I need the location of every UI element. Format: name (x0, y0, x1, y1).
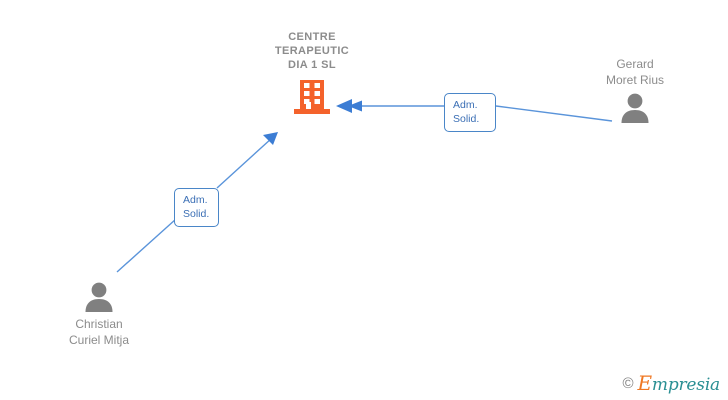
building-icon (294, 80, 330, 114)
edge-christian-to-company (116, 132, 278, 273)
company-name-label: CENTRE TERAPEUTIC DIA 1 SL (274, 31, 350, 71)
brand-rest: mpresia (651, 375, 720, 395)
copyright-icon: © (622, 375, 634, 392)
relation-label-gerard[interactable]: Adm. Solid. (444, 93, 496, 132)
edge-gerard-to-company (336, 99, 613, 122)
watermark: © Empresia (622, 373, 720, 394)
arrowhead-company-left-icon (336, 99, 352, 113)
person-node-gerard[interactable]: Gerard Moret Rius (560, 56, 710, 124)
arrowhead-upright-icon (263, 132, 278, 145)
person-name-label-christian: Christian Curiel Mitja (68, 317, 129, 347)
person-icon (85, 282, 113, 312)
person-node-christian[interactable]: Christian Curiel Mitja (24, 281, 174, 348)
arrowhead-left-icon (348, 100, 362, 112)
company-node[interactable]: CENTRE TERAPEUTIC DIA 1 SL (232, 30, 392, 114)
person-name-label-gerard: Gerard Moret Rius (605, 57, 664, 87)
brand-initial: E (637, 371, 653, 395)
brand-logo: Empresia (638, 373, 721, 394)
relation-label-christian[interactable]: Adm. Solid. (174, 188, 219, 227)
person-icon (621, 93, 649, 123)
